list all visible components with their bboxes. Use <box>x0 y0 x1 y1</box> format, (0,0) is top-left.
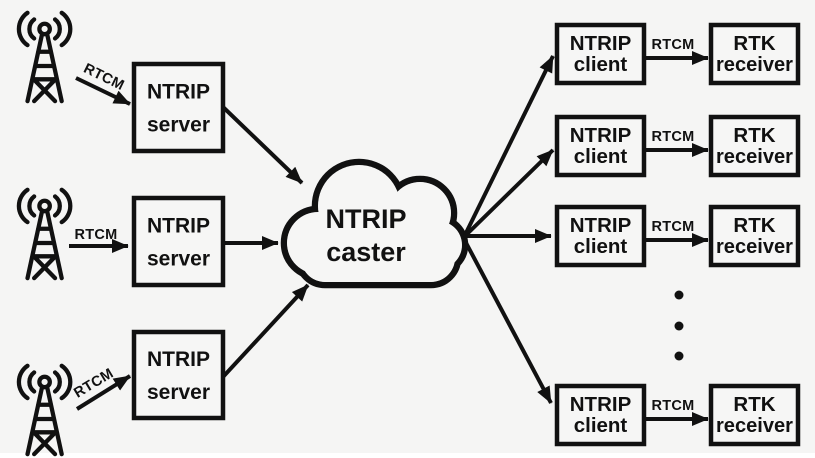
more-clients-ellipsis <box>674 290 684 361</box>
receiver-label-line1: RTK <box>733 32 775 55</box>
ntrip-client-node: NTRIP client <box>554 204 647 268</box>
rtcm-label: RTCM <box>651 219 694 235</box>
client-label-line1: NTRIP <box>570 32 632 55</box>
caster-label-line2: caster <box>326 237 406 267</box>
ntrip-client-node: NTRIP client <box>554 114 647 178</box>
client-box <box>554 383 647 447</box>
receiver-box <box>708 114 801 178</box>
client-label-line2: client <box>574 145 628 168</box>
receiver-box <box>708 22 801 86</box>
rtcm-label: RTCM <box>651 37 694 53</box>
client-label-line1: NTRIP <box>570 393 632 416</box>
receiver-label-line1: RTK <box>733 214 775 237</box>
bottom-edge-strip <box>0 453 815 458</box>
ntrip-client-node: NTRIP client <box>554 22 647 86</box>
client-label-line1: NTRIP <box>570 124 632 147</box>
client-label-line1: NTRIP <box>570 214 632 237</box>
server-box <box>131 329 226 421</box>
receiver-label-line2: receiver <box>716 235 793 258</box>
receiver-box <box>708 383 801 447</box>
server-box <box>131 61 226 154</box>
rtcm-label: RTCM <box>74 227 117 243</box>
rtcm-label: RTCM <box>651 398 694 414</box>
client-box <box>554 114 647 178</box>
server-label-line1: NTRIP <box>147 348 210 371</box>
ellipsis-dot <box>674 321 684 331</box>
server-label-line1: NTRIP <box>147 81 210 104</box>
rtk-receiver-node: RTK receiver <box>708 22 801 86</box>
arrow-tower1-to-server1 <box>75 76 131 106</box>
cloud-shape <box>280 158 469 289</box>
receiver-label-line1: RTK <box>733 393 775 416</box>
rtk-receiver-node: RTK receiver <box>708 383 801 447</box>
receiver-label-line2: receiver <box>716 414 793 437</box>
ntrip-server-node: NTRIP server <box>131 329 226 421</box>
rtk-receiver-node: RTK receiver <box>708 114 801 178</box>
ntrip-caster-node: NTRIP caster <box>280 158 469 289</box>
server-label-line1: NTRIP <box>147 215 210 238</box>
server-box <box>131 195 226 288</box>
arrow-server1-to-caster <box>221 105 304 185</box>
rtcm-label: RTCM <box>651 129 694 145</box>
receiver-box <box>708 204 801 268</box>
arrow-server3-to-caster <box>220 283 310 380</box>
ntrip-client-node: NTRIP client <box>554 383 647 447</box>
client-box <box>554 22 647 86</box>
ntrip-server-node: NTRIP server <box>131 195 226 288</box>
client-box <box>554 204 647 268</box>
receiver-label-line2: receiver <box>716 53 793 76</box>
rtk-receiver-node: RTK receiver <box>708 204 801 268</box>
server-label-line2: server <box>147 381 210 404</box>
arrow-caster-to-client4 <box>462 238 553 404</box>
ellipsis-dot <box>674 290 684 300</box>
ntrip-server-node: NTRIP server <box>131 61 226 154</box>
client-label-line2: client <box>574 414 628 437</box>
receiver-label-line1: RTK <box>733 124 775 147</box>
client-label-line2: client <box>574 53 628 76</box>
client-label-line2: client <box>574 235 628 258</box>
caster-label-line1: NTRIP <box>326 204 407 234</box>
receiver-label-line2: receiver <box>716 145 793 168</box>
server-label-line2: server <box>147 114 210 137</box>
ellipsis-dot <box>674 351 684 361</box>
arrow-caster-to-client1 <box>462 55 555 238</box>
arrow-tower3-to-server3 <box>75 374 132 411</box>
server-label-line2: server <box>147 248 210 271</box>
arrow-caster-to-client2 <box>462 148 555 239</box>
